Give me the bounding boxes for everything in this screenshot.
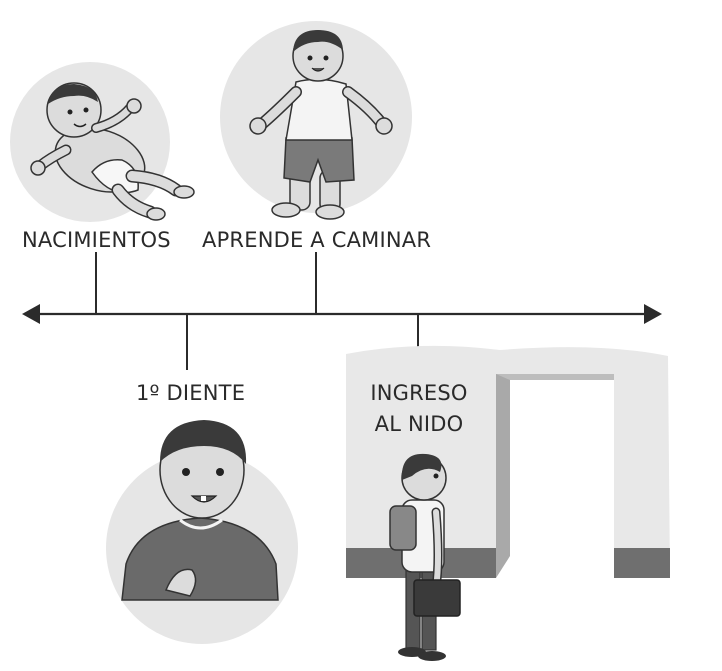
label-ingreso: INGRESO <box>370 381 468 405</box>
walking-toddler-illustration <box>220 21 412 220</box>
newborn-baby-illustration <box>10 62 195 222</box>
timeline-axis <box>22 252 662 370</box>
first-tooth-child-illustration <box>106 420 298 644</box>
left-arrow-icon <box>22 304 40 324</box>
right-arrow-icon <box>644 304 662 324</box>
label-al-nido: AL NIDO <box>374 412 464 436</box>
label-primer-diente: 1º DIENTE <box>136 381 246 405</box>
schoolchild-illustration <box>389 453 461 661</box>
nido-school-illustration <box>346 345 670 661</box>
label-nacimientos: NACIMIENTOS <box>22 228 171 252</box>
label-aprende-a-caminar: APRENDE A CAMINAR <box>202 228 432 252</box>
